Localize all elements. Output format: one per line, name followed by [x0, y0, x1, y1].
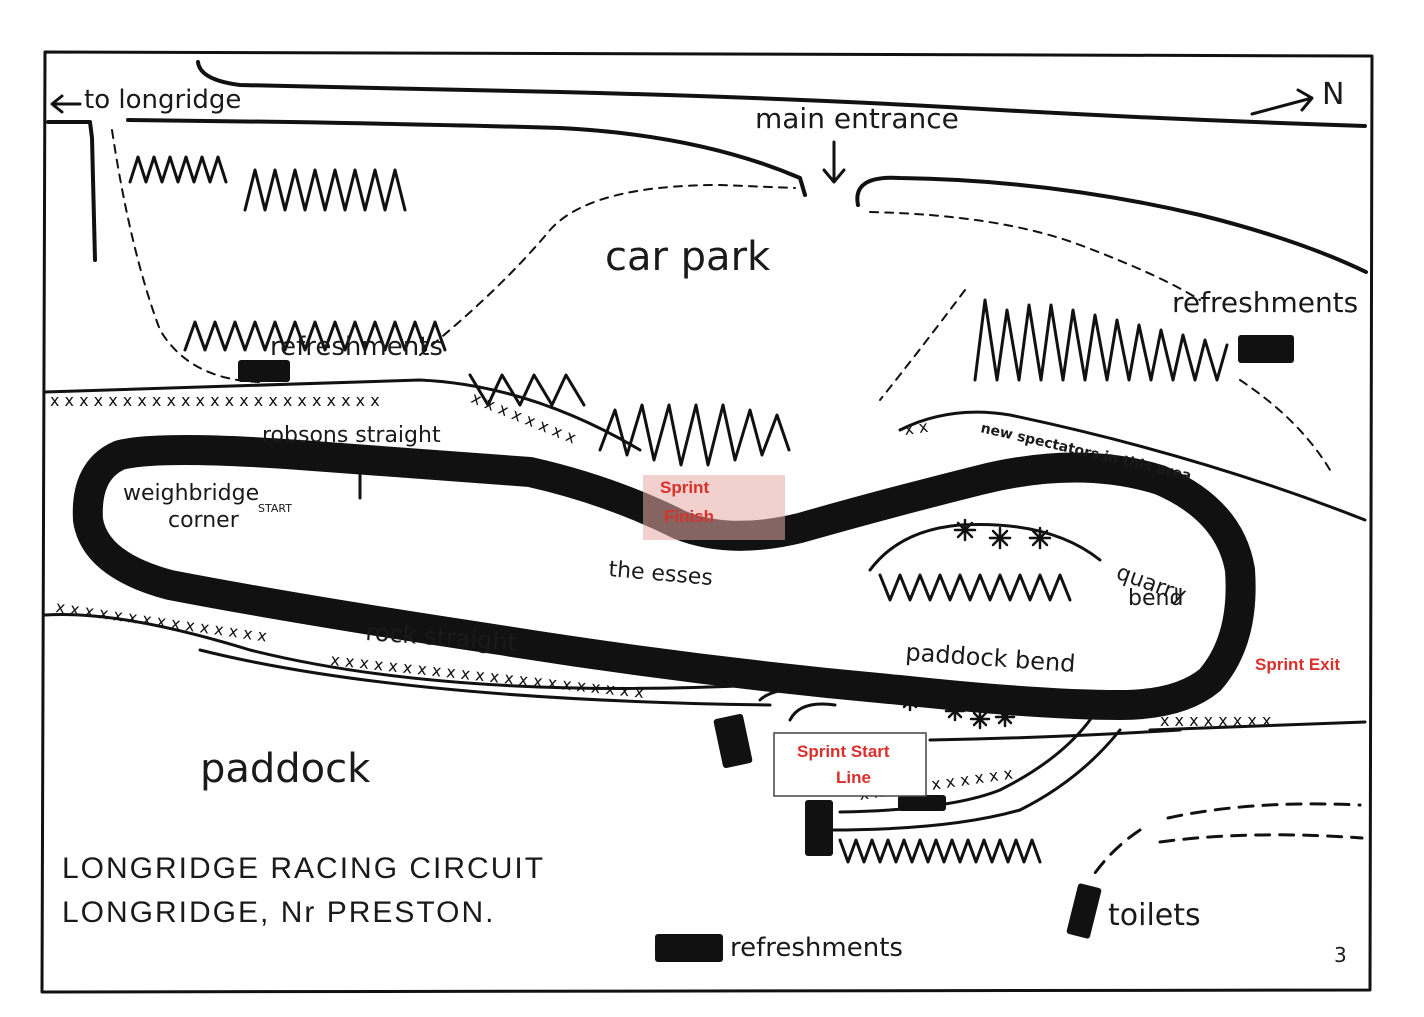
label-sprint-finish-2: Finish: [664, 507, 714, 526]
car-park-dashed-right: [869, 211, 1201, 301]
label-sprint-start-1: Sprint Start: [797, 742, 890, 761]
toilets-building: [1066, 883, 1102, 939]
label-main-entrance: main entrance: [755, 102, 959, 135]
fence-top: [43, 378, 642, 452]
refreshments-building-left: [238, 360, 290, 382]
road-line-to-longridge: [46, 120, 97, 262]
label-page-number: 3: [1334, 943, 1347, 967]
road-line-mid: [126, 118, 807, 197]
label-toilets: toilets: [1108, 898, 1201, 933]
label-sprint-exit: Sprint Exit: [1255, 655, 1340, 674]
hedge-zigzag-bottom: [838, 838, 1042, 864]
fence-top-right: [898, 410, 1367, 522]
label-start: START: [258, 502, 292, 515]
label-paddock-bend: paddock bend: [905, 638, 1077, 678]
hedge-zigzag-3: [183, 320, 447, 352]
fence-rock: [43, 612, 762, 690]
label-robsons-straight: robsons straight: [262, 423, 441, 448]
hedge-zigzag-quarry: [878, 573, 1072, 602]
label-corner: corner: [168, 508, 240, 533]
paddock-road-stub: [758, 686, 862, 722]
svg-text:x x x x x x x x x x x x x x x: x x x x x x x x x x x x x x x x x x x x …: [50, 391, 380, 410]
car-park-dashed-boundary: [111, 129, 796, 383]
label-the-esses: the esses: [607, 557, 713, 591]
svg-text:x x: x x: [903, 417, 929, 439]
hedge-zigzag-1: [128, 155, 228, 184]
label-refreshments-right: refreshments: [1172, 286, 1358, 319]
hedge-zigzag-2: [243, 168, 407, 212]
north-arrow-icon: [1250, 88, 1314, 116]
quarry-outline: [868, 522, 1102, 572]
label-sprint-start-2: Line: [836, 768, 871, 787]
hedge-zigzag-esses: [598, 403, 791, 467]
circuit-track: [72, 435, 1256, 720]
label-refreshments-bottom: refreshments: [730, 933, 903, 963]
sprint-finish-box: [643, 475, 785, 540]
building-lower-small: [898, 795, 946, 811]
sprint-start-box: [773, 732, 927, 797]
building-paddock: [713, 713, 753, 769]
hedge-zigzag-right: [973, 298, 1229, 382]
fence-bottom-right: [928, 720, 1367, 742]
right-area-dashed-boundary: [879, 289, 1331, 471]
label-car-park: car park: [605, 234, 771, 280]
label-weighbridge: weighbridge: [123, 481, 259, 506]
label-north: N: [1322, 77, 1344, 112]
refreshments-building-bottom: [655, 934, 723, 962]
label-paddock: paddock: [200, 746, 371, 792]
entrance-right-line: [855, 175, 1368, 274]
label-bend: bend: [1128, 586, 1183, 611]
bottom-right-dashed-lines: [1088, 802, 1364, 882]
fence-rock-lower: [198, 648, 772, 707]
map-border: [40, 50, 1374, 994]
label-sprint-finish-1: Sprint: [660, 478, 709, 497]
road-line-top: [196, 60, 1367, 128]
label-title-1: LONGRIDGE RACING CIRCUIT: [62, 852, 545, 885]
label-title-2: LONGRIDGE, Nr PRESTON.: [62, 896, 496, 929]
building-lower-tall: [805, 800, 833, 856]
fence-lower-road: [828, 718, 1122, 832]
refreshments-building-right: [1238, 335, 1294, 363]
label-to-longridge: to longridge: [84, 85, 241, 115]
arrow-left-icon: [50, 94, 82, 114]
arrow-down-icon: [822, 140, 846, 184]
hedge-zigzag-esses-2: [468, 373, 586, 407]
label-rock-straight: rock straight: [365, 618, 518, 657]
label-refreshments-left: refreshments: [270, 332, 443, 362]
svg-text:x x x x x x x x: x x x x x x x x: [1160, 711, 1271, 730]
